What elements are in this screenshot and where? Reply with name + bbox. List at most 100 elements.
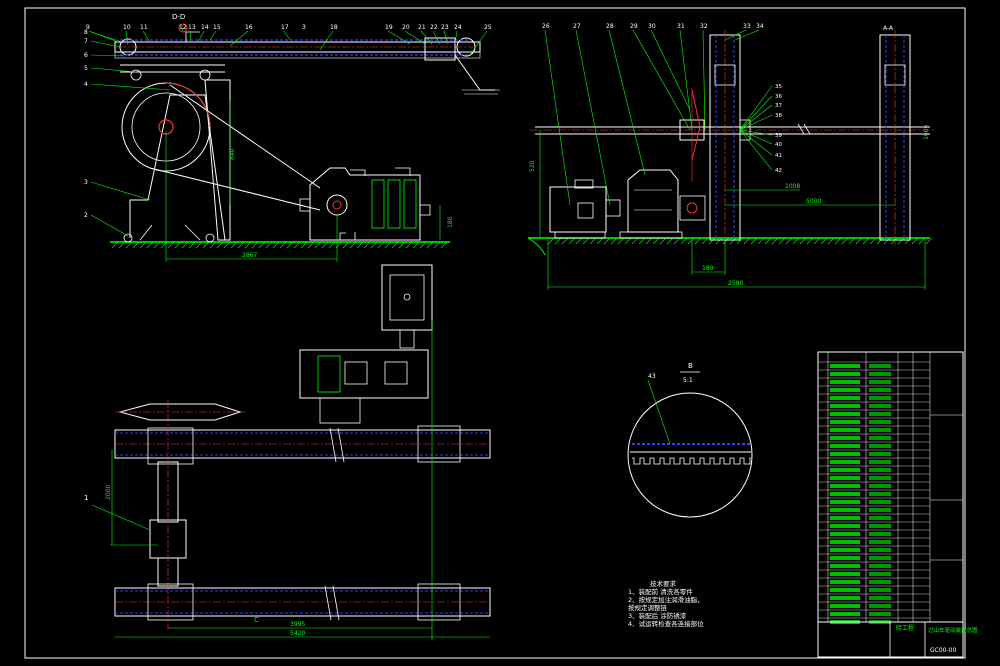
front-gear-3 xyxy=(403,179,417,229)
plan-upper-chain xyxy=(115,432,490,456)
part-leader xyxy=(608,29,646,176)
bom-cell-fill xyxy=(830,516,860,520)
part-number-label: 23 xyxy=(441,24,449,31)
part-number-label: 20 xyxy=(402,24,410,31)
ground-hatch-stroke xyxy=(195,241,203,249)
ground-hatch-stroke xyxy=(813,237,821,245)
ground-hatch-stroke xyxy=(820,237,828,245)
part-leader xyxy=(632,29,691,131)
ground-hatch-stroke xyxy=(258,241,266,249)
ground-hatch-stroke xyxy=(568,237,576,245)
part-number-label: 7 xyxy=(84,38,88,45)
part-leader xyxy=(739,85,773,131)
ground-hatch-stroke xyxy=(209,241,217,249)
part-number-label: 18 xyxy=(330,24,338,31)
bom-cell-fill xyxy=(830,556,860,560)
ground-hatch-stroke xyxy=(743,237,751,245)
ground-hatch-stroke xyxy=(216,241,224,249)
bom-cell-fill xyxy=(830,364,860,368)
part-number-label: 6 xyxy=(84,52,88,59)
bom-cell-fill xyxy=(869,452,891,456)
bom-cell-fill xyxy=(830,428,860,432)
ground-hatch-stroke xyxy=(764,237,772,245)
bom-cell-fill xyxy=(869,532,891,536)
part-label-mid-top: 3 xyxy=(302,24,306,31)
part-leader xyxy=(739,114,773,131)
part-leader xyxy=(575,29,611,206)
bom-cell-fill xyxy=(869,468,891,472)
side-ground-curve xyxy=(527,237,546,256)
bom-cell-fill xyxy=(830,372,860,376)
part-leader xyxy=(739,104,773,131)
part-number-label: 3 xyxy=(84,179,88,186)
ground-hatch-stroke xyxy=(139,241,147,249)
side-motor-box xyxy=(577,202,594,219)
plan-lower-hub xyxy=(147,583,194,621)
side-dim-1: 1008 xyxy=(785,183,800,190)
bom-cell-fill xyxy=(830,532,860,536)
part-number-label: 30 xyxy=(648,23,656,30)
bom-cell-fill xyxy=(869,364,891,368)
bom-cell-fill xyxy=(830,404,860,408)
side-motor-base xyxy=(554,231,606,239)
front-gearbox-top xyxy=(350,167,411,176)
part-leader xyxy=(90,54,126,57)
bom-cell-fill xyxy=(869,548,891,552)
bom-cell-fill xyxy=(869,516,891,520)
plan-upper-hub xyxy=(147,427,194,465)
bom-cell-fill xyxy=(869,500,891,504)
part-number-label: 4 xyxy=(84,81,88,88)
ground-hatch-stroke xyxy=(561,237,569,245)
bom-cell-fill xyxy=(830,388,860,392)
ground-hatch-stroke xyxy=(701,237,709,245)
part-number-label: 29 xyxy=(630,23,638,30)
ground-hatch-stroke xyxy=(799,237,807,245)
front-belt-lower xyxy=(149,167,321,211)
part-number-label: 41 xyxy=(775,153,782,159)
bom-cell-fill xyxy=(830,604,860,608)
part-number-label: 25 xyxy=(484,24,492,31)
bom-cell-fill xyxy=(830,452,860,456)
front-ground-hatch xyxy=(111,241,448,249)
ground-hatch-stroke xyxy=(554,237,562,245)
side-sprocket-red xyxy=(691,89,701,161)
part-number-label: 42 xyxy=(775,168,782,174)
tech-requirements-title: 技术要求 xyxy=(650,580,676,588)
ground-hatch-stroke xyxy=(230,241,238,249)
ground-hatch-stroke xyxy=(652,237,660,245)
side-coupling xyxy=(605,199,621,217)
ground-hatch-stroke xyxy=(827,237,835,245)
ground-hatch-stroke xyxy=(897,237,905,245)
ground-hatch-stroke xyxy=(925,237,933,245)
front-coupling xyxy=(299,198,311,212)
bom-cell-fill xyxy=(830,396,860,400)
front-dim-span: 2867 xyxy=(242,252,257,259)
detail-part-label: 43 xyxy=(648,373,656,380)
front-dim-height: 840 xyxy=(229,148,236,160)
bom-cell-fill xyxy=(830,564,860,568)
part-number-label: 2 xyxy=(84,212,88,219)
part-leader xyxy=(739,129,773,145)
part-leader xyxy=(90,67,137,73)
plan-upper-break xyxy=(329,427,345,463)
plan-output-box xyxy=(319,397,361,424)
part-number-label: 39 xyxy=(775,133,782,139)
bom-cell-fill xyxy=(869,572,891,576)
part-number-label: 21 xyxy=(418,24,426,31)
ground-hatch-stroke xyxy=(272,241,280,249)
bom-cell-fill xyxy=(869,596,891,600)
bom-cell-fill xyxy=(869,388,891,392)
title-school: 哈工程 xyxy=(896,624,914,632)
part-leader xyxy=(739,129,773,156)
tech-requirement-2: 2、按规定加注润滑油脂， xyxy=(628,596,704,604)
ground-hatch-stroke xyxy=(384,241,392,249)
ground-hatch-stroke xyxy=(890,237,898,245)
part-number-label: 33 xyxy=(743,23,751,30)
front-gear-1 xyxy=(371,179,385,229)
detail-b: B 5:1 43 xyxy=(627,362,753,518)
plan-upper-end xyxy=(417,425,461,463)
bom-cell-fill xyxy=(869,420,891,424)
ground-hatch-stroke xyxy=(279,241,287,249)
ground-hatch-stroke xyxy=(659,237,667,245)
part-number-label: 16 xyxy=(245,24,253,31)
